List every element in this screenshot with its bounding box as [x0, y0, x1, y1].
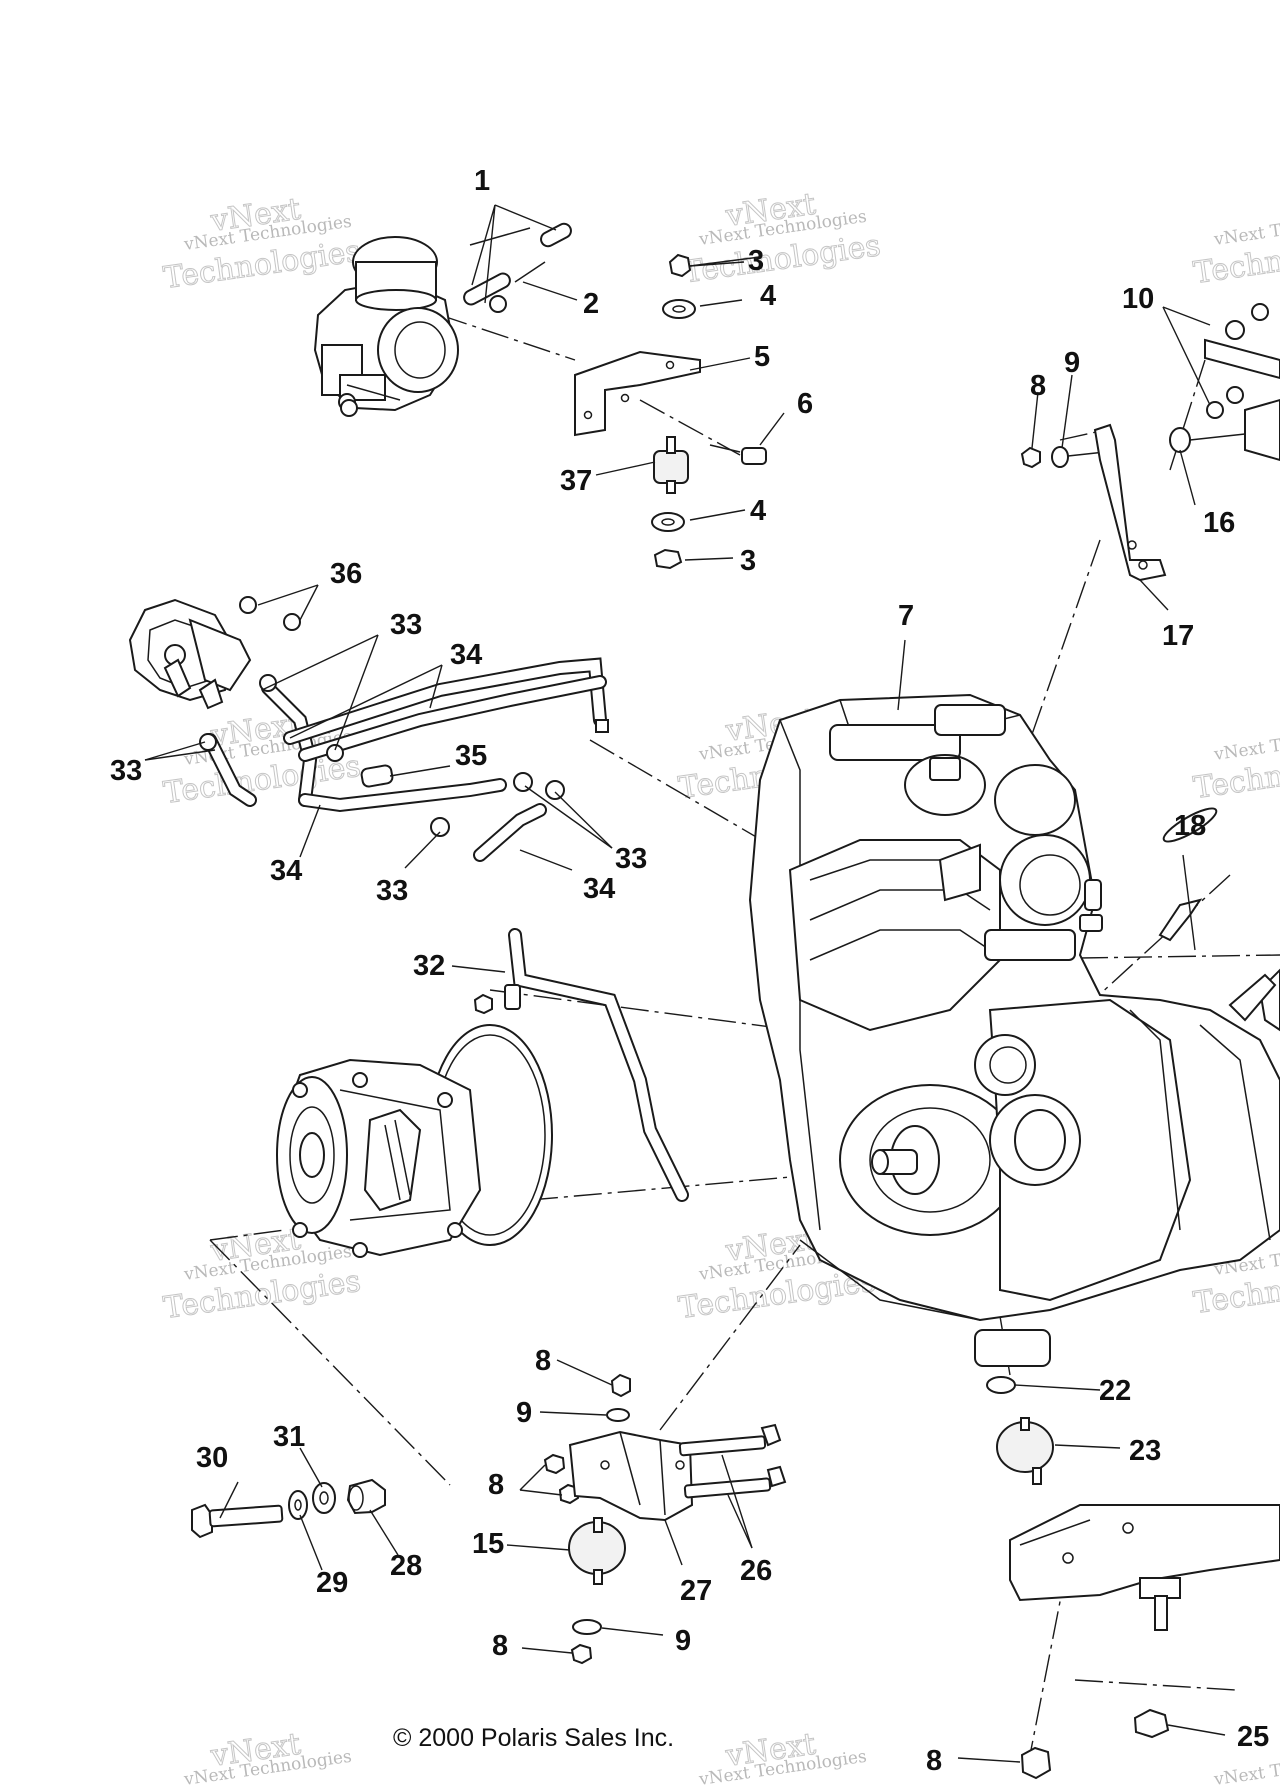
callout-8-top: 8 [1030, 370, 1046, 402]
clutch-bolt-hardware [191, 1478, 386, 1539]
watermark-small: vNext Technologies [1212, 207, 1280, 250]
watermark: vNext Technologies [1212, 1747, 1280, 1790]
watermark-small: vNext Technologies [1212, 1747, 1280, 1790]
watermark: vNext Technologies Technologies vNext [681, 186, 883, 291]
callout-2: 2 [583, 288, 599, 320]
carb-bracket-hardware [574, 253, 767, 570]
watermark: vNext Technologies Technologies vNext [161, 191, 363, 296]
callout-15: 15 [472, 1528, 504, 1560]
callout-8-bracket: 8 [488, 1469, 504, 1501]
callout-8-lower-right: 8 [926, 1745, 942, 1777]
callout-7: 7 [898, 600, 914, 632]
callout-9-top: 9 [1064, 347, 1080, 379]
watermark-small: vNext Technologies [1212, 722, 1280, 765]
callout-25: 25 [1237, 1721, 1269, 1753]
watermark: vNext Technologies Technologies [1191, 207, 1280, 292]
callout-18: 18 [1174, 810, 1206, 842]
callout-31: 31 [273, 1421, 305, 1453]
callout-32: 32 [413, 950, 445, 982]
engine [748, 693, 1280, 1367]
callout-35: 35 [455, 740, 487, 772]
callout-6: 6 [797, 388, 813, 420]
front-mount [986, 1376, 1054, 1485]
rear-mount-bracket [543, 1373, 787, 1665]
watermark: vNext Technologies vNext [697, 1726, 868, 1790]
callout-4: 4 [760, 280, 776, 312]
callout-33-left: 33 [110, 755, 142, 787]
callout-23: 23 [1129, 1435, 1161, 1467]
callout-28: 28 [390, 1550, 422, 1582]
vent-line [473, 928, 689, 1202]
callout-3-lower: 3 [740, 545, 756, 577]
callout-37: 37 [560, 465, 592, 497]
callout-29: 29 [316, 1567, 348, 1599]
callout-30: 30 [196, 1442, 228, 1474]
callout-36: 36 [330, 558, 362, 590]
clip-18 [1158, 898, 1203, 942]
callout-3: 3 [748, 245, 764, 277]
fuel-hoses [199, 657, 609, 862]
fuel-pump [128, 596, 301, 710]
copyright-notice: © 2000 Polaris Sales Inc. [393, 1724, 675, 1752]
callout-8-bottom: 8 [492, 1630, 508, 1662]
callout-34-left: 34 [270, 855, 302, 887]
callout-33-bottom: 33 [376, 875, 408, 907]
callout-34-top: 34 [450, 639, 482, 671]
carburetor [313, 222, 572, 417]
watermark: vNext Technologies Technologies [1191, 722, 1280, 807]
frame-bracket [1009, 1504, 1280, 1780]
callout-9-bottom: 9 [675, 1625, 691, 1657]
leader-lines [144, 204, 1226, 1763]
callout-33-right: 33 [615, 843, 647, 875]
upper-right-bracket [1020, 303, 1280, 582]
callout-16: 16 [1203, 507, 1235, 539]
callout-26: 26 [740, 1555, 772, 1587]
callout-27: 27 [680, 1575, 712, 1607]
drive-clutch [276, 1024, 553, 1258]
callout-10: 10 [1122, 283, 1154, 315]
callout-8-mid: 8 [535, 1345, 551, 1377]
callout-5: 5 [754, 341, 770, 373]
watermark: vNext Technologies vNext [182, 1726, 353, 1790]
callout-33-top: 33 [390, 609, 422, 641]
callouts: 1 2 3 4 5 6 37 4 3 10 9 8 16 17 36 33 34… [110, 165, 1269, 1777]
callout-4-lower: 4 [750, 495, 766, 527]
callout-34-bottom: 34 [583, 873, 615, 905]
callout-22: 22 [1099, 1375, 1131, 1407]
callout-17: 17 [1162, 620, 1194, 652]
callout-9-mid: 9 [516, 1397, 532, 1429]
callout-1: 1 [474, 165, 490, 197]
